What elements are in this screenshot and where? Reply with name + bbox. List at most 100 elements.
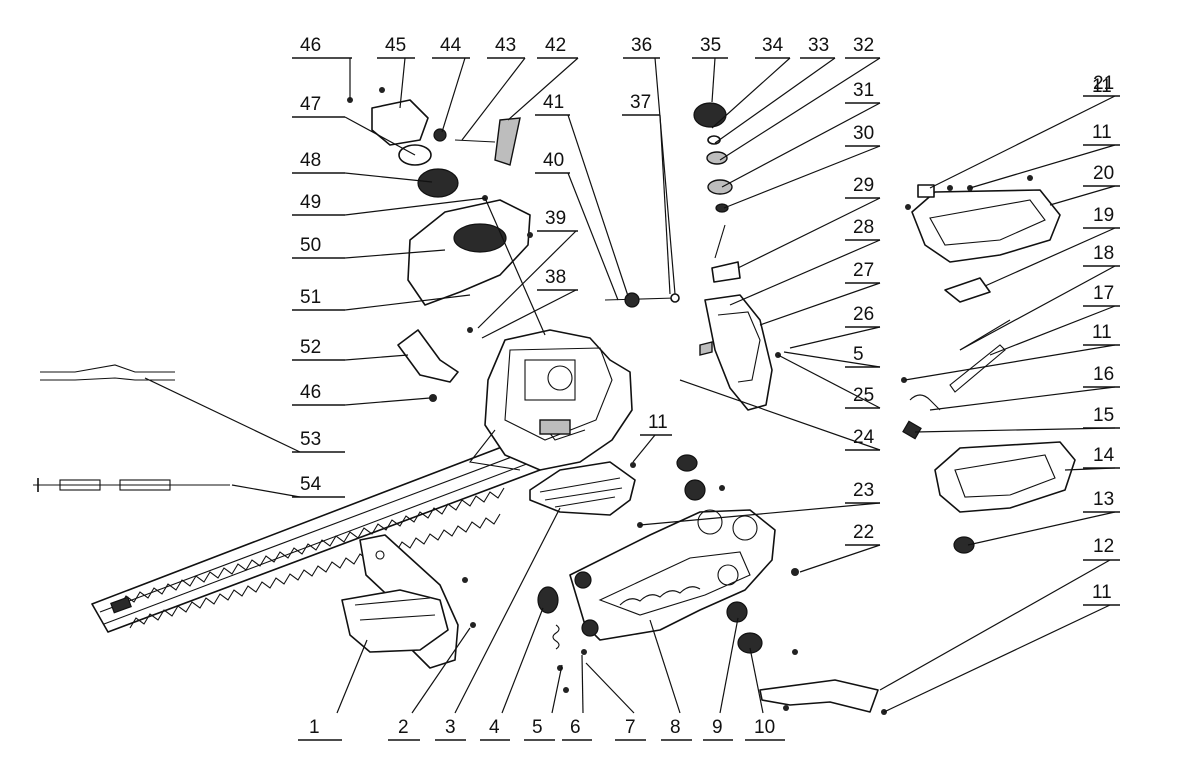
callout-number: 2: [398, 717, 409, 738]
callout-number: 49: [300, 192, 321, 213]
callout-18: 18: [1083, 243, 1120, 267]
callout-number: 54: [300, 474, 322, 495]
callout-26: 26: [845, 304, 880, 328]
callout-number: 22: [853, 522, 874, 543]
callout-number: 5: [853, 344, 864, 365]
callout-29: 29: [845, 175, 880, 199]
callout-number: 6: [570, 717, 581, 738]
callout-number: 38: [545, 267, 566, 288]
callout-1: 1: [298, 717, 342, 741]
callout-number: 42: [545, 35, 566, 56]
callout-number: 24: [853, 427, 875, 448]
callout-39: 39: [537, 208, 578, 232]
callout-number: 26: [853, 304, 874, 325]
callout-number: 40: [543, 150, 564, 171]
callout-number: 8: [670, 717, 681, 738]
callout-19: 19: [1083, 205, 1120, 229]
callout-43: 43: [487, 35, 525, 59]
callout-number: 32: [853, 35, 874, 56]
blade-drawing: [91, 439, 541, 633]
callout-11-r1: 11: [1092, 76, 1112, 97]
callout-number: 34: [762, 35, 784, 56]
bottom-cover-drawing: [934, 441, 1076, 513]
rear-handle-drawing: [569, 509, 776, 641]
callout-8: 8: [661, 717, 692, 741]
callout-number: 39: [545, 208, 566, 229]
callout-number: 43: [495, 35, 516, 56]
callout-number: 14: [1093, 445, 1115, 466]
callout-25: 25: [845, 385, 880, 409]
callout-5-upper: 5: [845, 344, 880, 368]
callout-number: 11: [1092, 76, 1112, 97]
callout-17: 17: [1083, 283, 1120, 307]
callout-21: 21: [1083, 73, 1120, 97]
front-handle-drawing: [341, 534, 459, 669]
callout-11-center: 11: [640, 412, 672, 436]
callout-number: 11: [1092, 322, 1112, 343]
callout-48: 48: [292, 150, 345, 174]
callout-number: 1: [309, 717, 320, 738]
callout-10: 10: [745, 717, 785, 741]
callout-number: 9: [712, 717, 723, 738]
callout-42: 42: [537, 35, 578, 59]
callout-45: 45: [377, 35, 415, 59]
callout-number: 12: [1093, 536, 1114, 557]
callout-number: 10: [754, 717, 775, 738]
callout-37: 37: [622, 92, 660, 116]
callout-46-mid: 46: [292, 382, 345, 406]
callout-7: 7: [615, 717, 646, 741]
callout-number: 46: [300, 35, 321, 56]
callout-11-r4: 11: [1083, 122, 1120, 146]
callout-number: 36: [631, 35, 652, 56]
callout-52: 52: [292, 337, 345, 361]
callout-number: 16: [1093, 364, 1114, 385]
callout-4: 4: [480, 717, 510, 741]
callout-number: 13: [1093, 489, 1114, 510]
callout-number: 25: [853, 385, 874, 406]
callout-number: 52: [300, 337, 321, 358]
callout-number: 21: [1093, 73, 1114, 94]
callout-23: 23: [845, 480, 880, 504]
callout-number: 15: [1093, 405, 1114, 426]
callout-number: 37: [630, 92, 651, 113]
engine-housing-drawing: [468, 329, 633, 471]
callout-53: 53: [292, 429, 345, 453]
callout-34: 34: [755, 35, 790, 59]
callout-number: 33: [808, 35, 829, 56]
callout-11-r3: 11: [1083, 322, 1120, 346]
muffler-guard-drawing: [397, 329, 459, 383]
callout-51: 51: [292, 287, 345, 311]
callout-number: 4: [489, 717, 500, 738]
air-cover-drawing: [407, 199, 531, 306]
part-drawings: [33, 87, 1076, 715]
callout-number: 11: [648, 412, 668, 433]
callout-number: 48: [300, 150, 321, 171]
callout-15: 15: [1083, 405, 1120, 429]
callout-number: 29: [853, 175, 874, 196]
callout-labels: 1 2 3 4 5 6 7 8 9 10 11 12 11 13 14 15 1…: [292, 35, 1120, 741]
callout-40: 40: [535, 150, 570, 174]
callout-31: 31: [845, 80, 880, 104]
callout-number: 35: [700, 35, 721, 56]
callout-number: 45: [385, 35, 406, 56]
callout-14: 14: [1083, 445, 1120, 469]
callout-number: 27: [853, 260, 874, 281]
callout-16: 16: [1083, 364, 1120, 388]
callout-number: 11: [1092, 582, 1112, 603]
callout-20: 20: [1083, 163, 1120, 187]
callout-47: 47: [292, 94, 345, 118]
callout-28: 28: [845, 217, 880, 241]
callout-5: 5: [524, 717, 555, 741]
callout-number: 46: [300, 382, 321, 403]
callout-2: 2: [388, 717, 420, 741]
callout-number: 17: [1093, 283, 1114, 304]
callout-13: 13: [1083, 489, 1120, 513]
callout-46-top: 46: [292, 35, 352, 59]
callout-number: 18: [1093, 243, 1114, 264]
callout-50: 50: [292, 235, 345, 259]
callout-number: 11: [1092, 122, 1112, 143]
callout-36: 36: [623, 35, 660, 59]
callout-3: 3: [435, 717, 466, 741]
callout-38: 38: [537, 267, 578, 291]
callout-32: 32: [845, 35, 880, 59]
